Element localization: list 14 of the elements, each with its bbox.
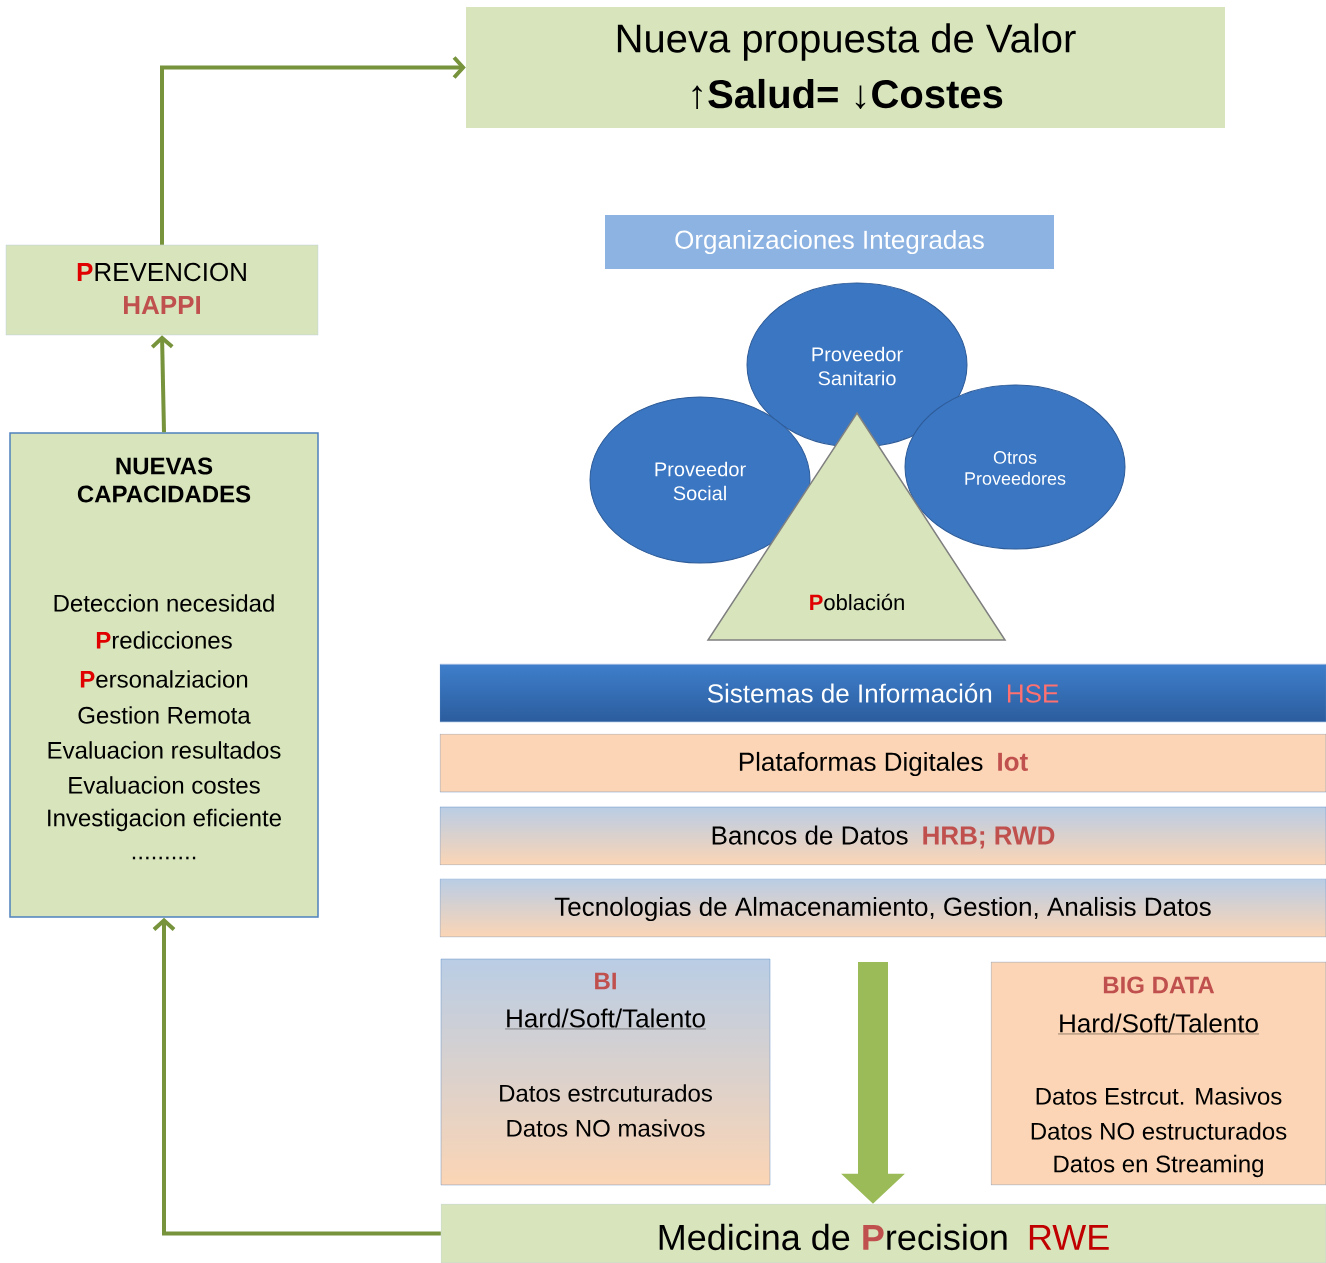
- arrow: [152, 917, 441, 1236]
- band: Bancos de Datos HRB; RWD: [439, 806, 1326, 866]
- arrow: [160, 56, 466, 245]
- arrow: [150, 335, 174, 433]
- bi-box: BI Hard/Soft/Talento Datos estrcuturados Datos NO masivos: [440, 958, 771, 1186]
- band: Tecnologias de Almacenamiento, Gestion, Analisis Datos: [439, 878, 1326, 938]
- band: Plataformas Digitales Iot: [439, 733, 1326, 793]
- big-data-box: BIG DATA Hard/Soft/Talento Datos Estrcut. Masivos Datos NO estructurados Datos en Streaming: [990, 961, 1326, 1186]
- organizations-band: Organizaciones Integradas: [605, 215, 1054, 269]
- capabilities-box: NUEVAS CAPACIDADES Deteccion necesidad Predicciones Personalziacion Gestion Remota Evaluacion resultados Evaluacion costes Investigacion eficiente ..........: [9, 432, 319, 918]
- band: Sistemas de Información HSE: [439, 663, 1326, 723]
- value-box: Nueva propuesta de Valor ↑Salud= ↓Costes: [466, 7, 1225, 128]
- precision-medicine-band: Medicina de Precision RWE: [440, 1203, 1326, 1263]
- prevention-box: PREVENCION HAPPI: [5, 244, 319, 336]
